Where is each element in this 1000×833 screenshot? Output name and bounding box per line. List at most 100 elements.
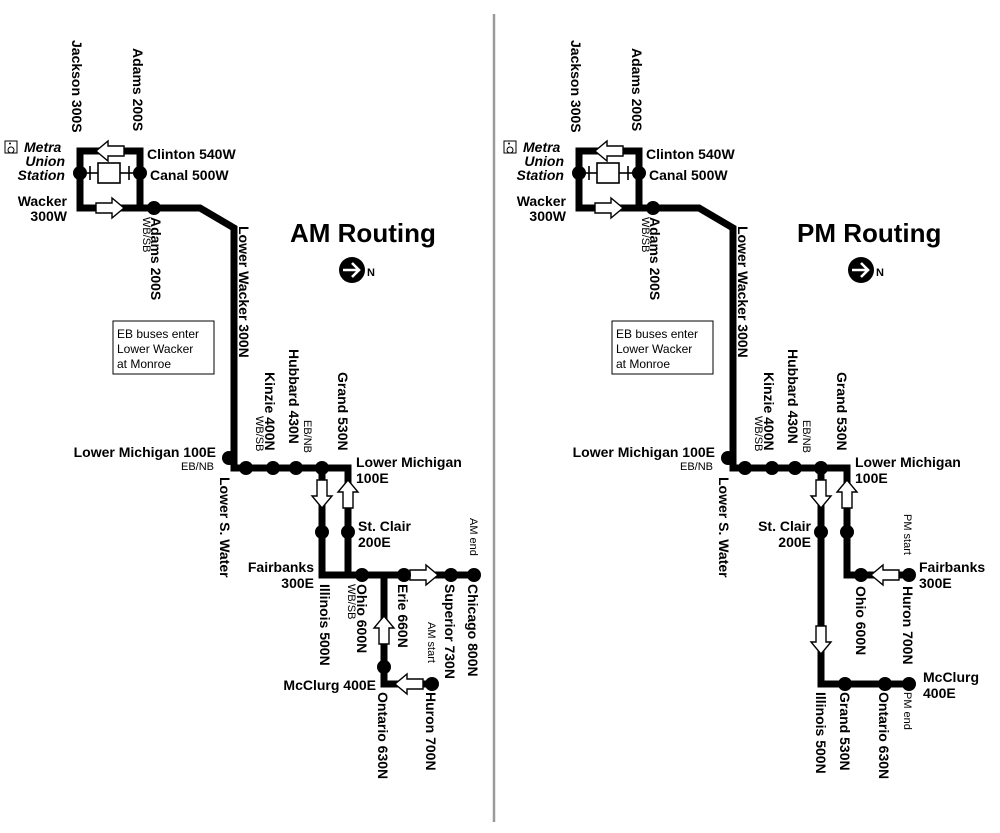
label-adams-top: Adams 200S [629, 48, 645, 131]
stop-st-clair-w [315, 525, 329, 539]
am-stops [73, 166, 481, 691]
label-pm-start: PM start [901, 514, 913, 555]
stop-ontario [878, 677, 892, 691]
label-adams-dir: WB/SB [639, 217, 651, 252]
label-illinois: Illinois 500N [813, 692, 829, 774]
am-route-line [140, 204, 474, 579]
label-erie: Erie 660N [395, 584, 411, 648]
label-kinzie: Kinzie 400N [262, 372, 278, 451]
direction-arrow-icon [409, 564, 439, 586]
label-metra: Metra [24, 139, 62, 155]
stop-mcclurg [902, 677, 916, 691]
note-box [611, 320, 714, 375]
label-union: Union [25, 153, 65, 169]
label-ontario: Ontario 630N [876, 692, 892, 779]
label-huron: Huron 700N [423, 692, 439, 771]
stop-kinzie [765, 461, 779, 475]
stop-lower-michigan-w [721, 451, 735, 465]
label-grand: Grand 530N [335, 372, 351, 451]
label-kinzie-dir: WB/SB [253, 416, 265, 451]
stop-ohio [355, 568, 369, 582]
direction-arrow-icon [836, 479, 858, 509]
label-metra: Metra [523, 139, 561, 155]
metra-station-icon [583, 162, 635, 184]
stop-lower-s-water [239, 461, 253, 475]
label-adams-wbsb: Adams 200S [148, 217, 164, 300]
label-ohio-dir: WB/SB [345, 584, 357, 619]
stop-grand-illinois [838, 677, 852, 691]
note-line-1: EB buses enter [616, 327, 698, 341]
north-arrow-icon [848, 257, 874, 283]
label-canal: Canal 500W [649, 167, 728, 183]
am-panel: Jackson 300S Adams 200S Metra Union Stat… [4, 40, 481, 779]
stop-fairbanks-huron [902, 568, 916, 582]
stop-huron [425, 677, 439, 691]
label-hubbard: Hubbard 430N [286, 349, 302, 444]
stop-union-east [133, 166, 147, 180]
label-fairbanks-300e: 300E [919, 575, 952, 591]
label-station: Station [517, 167, 564, 183]
label-lower-michigan-w-dir: EB/NB [181, 461, 214, 473]
accessible-icon [503, 140, 517, 154]
stop-hubbard [289, 461, 303, 475]
label-union: Union [524, 153, 564, 169]
stop-st-clair-w [814, 525, 828, 539]
stop-superior [444, 568, 458, 582]
label-kinzie: Kinzie 400N [761, 372, 777, 451]
label-station: Station [18, 167, 65, 183]
pm-route-line [639, 204, 909, 579]
note-line-2: Lower Wacker [616, 342, 692, 356]
direction-arrow-icon [594, 140, 624, 162]
stop-adams-wacker [147, 201, 161, 215]
label-huron: Huron 700N [900, 586, 916, 665]
direction-arrow-icon [394, 673, 424, 695]
label-st-clair-200e: 200E [358, 534, 391, 550]
label-adams-dir: WB/SB [140, 217, 152, 252]
label-fairbanks-300e: 300E [281, 575, 314, 591]
label-st-clair: St. Clair [358, 518, 411, 534]
note-line-3: at Monroe [616, 357, 670, 371]
direction-arrow-icon [373, 615, 395, 645]
label-st-clair-200e: 200E [778, 534, 811, 550]
label-jackson: Jackson 300S [568, 40, 584, 133]
stop-ohio [854, 568, 868, 582]
label-wacker-300w: 300W [529, 208, 566, 224]
label-fairbanks: Fairbanks [919, 559, 985, 575]
direction-arrow-icon [594, 197, 624, 219]
label-hubbard-dir: EB/NB [800, 420, 812, 453]
north-arrow-icon [339, 257, 365, 283]
label-lower-michigan-w: Lower Michigan 100E [573, 444, 715, 460]
label-grand-530n: Grand 530N [837, 692, 853, 771]
label-fairbanks: Fairbanks [248, 559, 314, 575]
direction-arrow-icon [337, 479, 359, 509]
stop-grand [814, 461, 828, 475]
label-superior: Superior 730N [442, 584, 458, 679]
label-lower-michigan-e-100e: 100E [855, 470, 888, 486]
label-st-clair: St. Clair [758, 518, 811, 534]
label-am-start: AM start [425, 622, 437, 663]
label-lower-wacker: Lower Wacker 300N [735, 226, 751, 358]
north-label: N [876, 267, 884, 279]
stop-union-west [572, 166, 586, 180]
stop-lower-michigan-w [222, 451, 236, 465]
label-wacker: Wacker [18, 193, 68, 209]
stop-mcclurg-ontario [377, 660, 391, 674]
panel-title: PM Routing [797, 218, 941, 248]
label-chicago: Chicago 800N [465, 584, 481, 677]
label-adams-wbsb: Adams 200S [647, 217, 663, 300]
direction-arrow-icon [311, 479, 333, 509]
note-line-2: Lower Wacker [117, 342, 193, 356]
direction-arrow-icon [810, 625, 832, 655]
label-grand: Grand 530N [834, 372, 850, 451]
stop-grand [315, 461, 329, 475]
label-lower-michigan-e: Lower Michigan [356, 454, 462, 470]
label-ohio: Ohio 600N [354, 584, 370, 653]
label-ontario: Ontario 630N [375, 692, 391, 779]
stop-hubbard [788, 461, 802, 475]
label-jackson: Jackson 300S [69, 40, 85, 133]
label-clinton: Clinton 540W [646, 146, 735, 162]
label-lower-wacker: Lower Wacker 300N [236, 226, 252, 358]
stop-st-clair-e [341, 525, 355, 539]
direction-arrow-icon [810, 479, 832, 509]
